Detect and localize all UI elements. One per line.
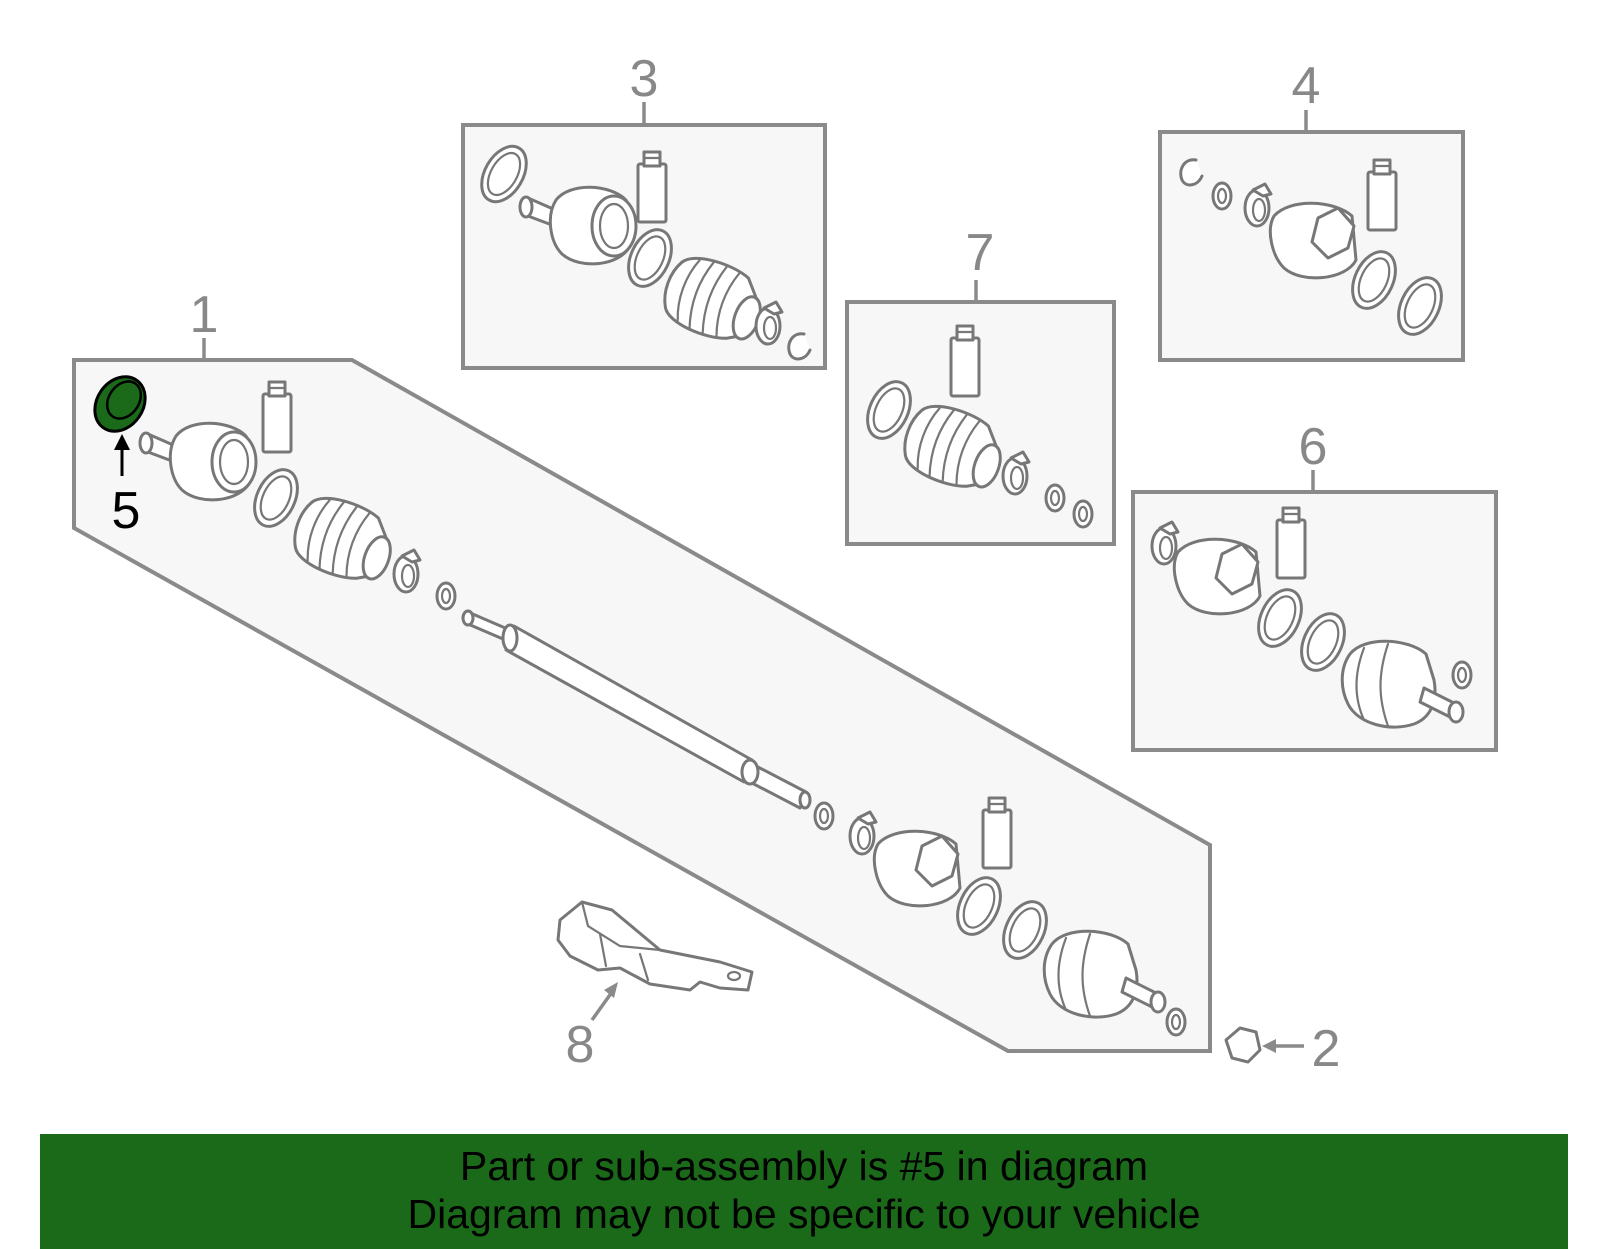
bracket-part-8: [556, 900, 754, 1022]
callout-2: 2: [1312, 1020, 1341, 1078]
sub-assembly-box-4: [1158, 110, 1465, 362]
callout-6: 6: [1299, 418, 1328, 476]
callout-7: 7: [966, 224, 995, 282]
callout-5[interactable]: 5: [112, 482, 141, 540]
info-banner: Part or sub-assembly is #5 in diagram Di…: [40, 1134, 1568, 1249]
drive-shaft: [461, 609, 812, 810]
sub-assembly-box-7: [845, 280, 1116, 546]
highlighted-seal-part-5[interactable]: [85, 367, 156, 441]
main-assembly-parts: [85, 367, 1187, 1037]
banner-line-2: Diagram may not be specific to your vehi…: [407, 1191, 1201, 1237]
callout-3: 3: [630, 50, 659, 108]
nut-part-2: [1224, 1026, 1304, 1064]
sub-assembly-box-6: [1131, 470, 1498, 752]
sub-assembly-box-3: [461, 102, 827, 370]
callout-8: 8: [566, 1016, 595, 1074]
banner-line-1: Part or sub-assembly is #5 in diagram: [459, 1143, 1149, 1189]
callout-1: 1: [190, 286, 219, 344]
callout-4: 4: [1292, 57, 1321, 115]
